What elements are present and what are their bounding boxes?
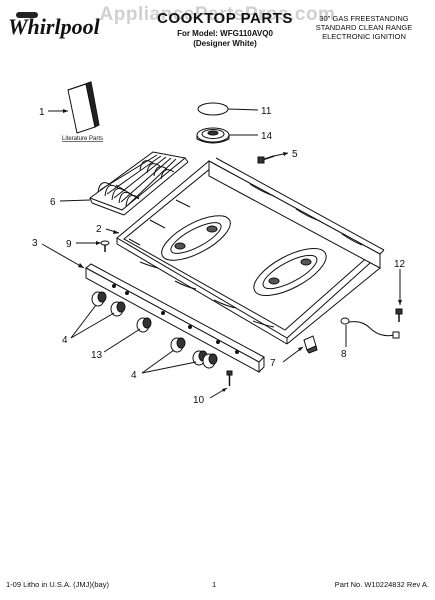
screw-bottom — [226, 370, 233, 386]
callout-6: 6 — [50, 197, 56, 208]
screw-right — [395, 308, 403, 322]
range-desc-line-3: ELECTRONIC IGNITION — [322, 32, 406, 41]
footer-litho: 1-09 Litho in U.S.A. (JMJ)(bay) — [6, 580, 109, 589]
brand-logo-mark — [16, 12, 38, 18]
callout-8: 8 — [341, 349, 347, 360]
callout-11: 11 — [261, 106, 272, 117]
model-info: For Model: WFG110AVQ0 (Designer White) — [140, 29, 310, 49]
bracket — [303, 335, 318, 354]
range-description: 30" GAS FREESTANDING STANDARD CLEAN RANG… — [299, 14, 429, 41]
callout-4a: 4 — [62, 335, 68, 346]
model-line: For Model: WFG110AVQ0 — [177, 29, 273, 38]
callout-2: 2 — [96, 224, 102, 235]
footer-page-number: 1 — [212, 580, 217, 589]
callout-3: 3 — [32, 238, 38, 249]
callout-14: 14 — [261, 131, 273, 142]
color-line: (Designer White) — [193, 39, 257, 48]
range-desc-line-2: STANDARD CLEAN RANGE — [315, 23, 413, 32]
arrowheads — [63, 109, 402, 392]
burner-cap — [197, 102, 229, 116]
callout-9: 9 — [66, 239, 72, 250]
burner-base — [196, 127, 230, 144]
callout-13: 13 — [91, 350, 103, 361]
footer-part-number: Part No. W10224832 Rev A. — [334, 580, 429, 589]
watermark: AppliancePartsPros.com — [99, 4, 336, 25]
callout-4b: 4 — [131, 370, 137, 381]
callout-1: 1 — [39, 107, 45, 118]
knob — [136, 317, 152, 333]
page-title: COOKTOP PARTS — [157, 10, 293, 27]
range-desc-line-1: 30" GAS FREESTANDING — [319, 14, 409, 23]
cooktop-panel — [116, 157, 385, 345]
knob — [202, 353, 218, 369]
callout-numbers: 1 11 14 5 6 2 3 9 12 4 13 8 7 4 10 — [32, 106, 406, 406]
callout-5: 5 — [292, 149, 298, 160]
callout-7: 7 — [270, 358, 276, 369]
screw-top — [257, 155, 275, 164]
knob — [91, 291, 107, 307]
callout-12: 12 — [394, 259, 406, 270]
knob — [170, 337, 186, 353]
panel-screw — [100, 240, 110, 252]
brand-logo: Whirlpool — [8, 14, 100, 39]
knob — [110, 301, 126, 317]
ground-wire — [340, 317, 400, 339]
grate — [88, 151, 189, 216]
control-knobs — [91, 291, 218, 369]
literature-booklet — [67, 81, 100, 134]
literature-parts-label: Literature Parts — [62, 136, 103, 142]
manifold-panel — [85, 263, 265, 373]
callout-10: 10 — [193, 395, 205, 406]
